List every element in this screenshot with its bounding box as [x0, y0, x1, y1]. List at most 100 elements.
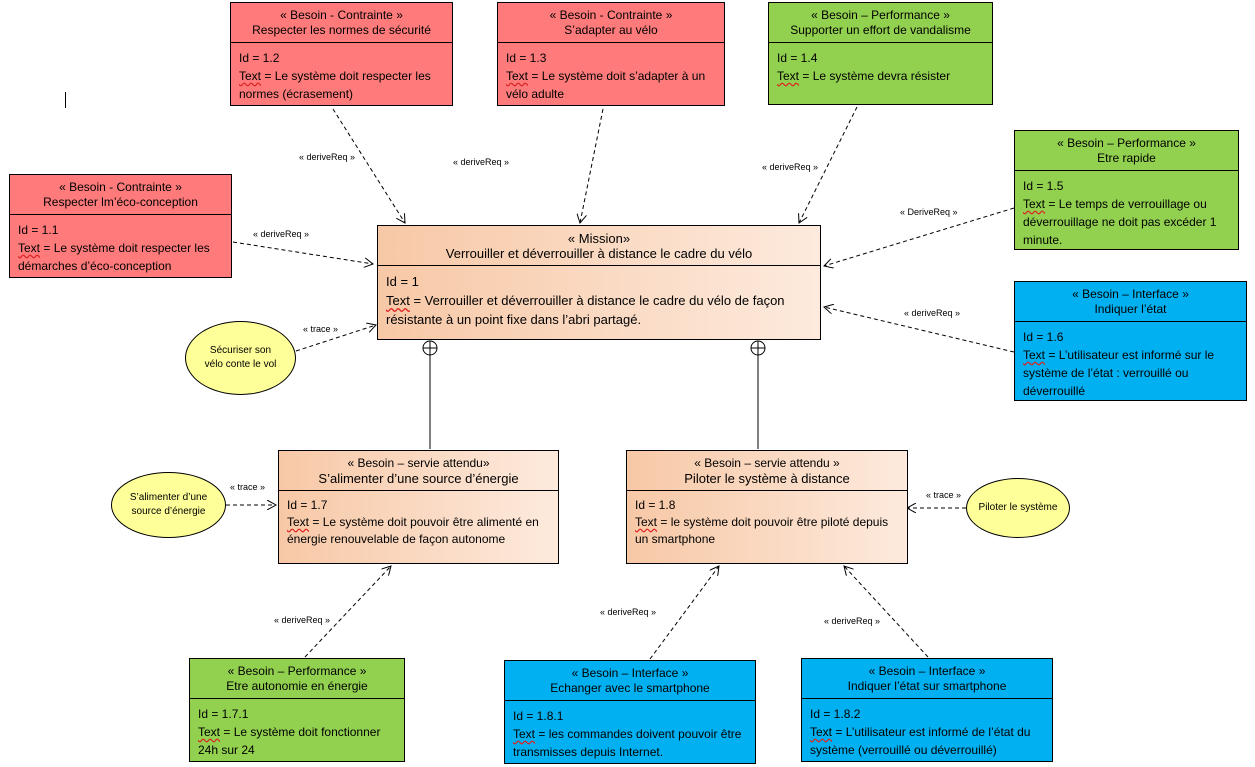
mission-name: Verrouiller et déverrouiller à distance … [445, 246, 753, 261]
requirement-1-2[interactable]: « Besoin - Contrainte »Respecter les nor… [230, 2, 453, 106]
text-cursor [65, 92, 66, 108]
req-id: Id = 1.4 [777, 51, 818, 65]
req-stereotype: « Besoin – Performance » [1057, 136, 1196, 150]
req-text: = les commandes doivent pouvoir être tra… [513, 727, 742, 759]
requirement-1-7-1[interactable]: « Besoin – Performance »Etre autonomie e… [189, 658, 405, 762]
req-name: Respecter les normes de sécurité [252, 23, 431, 37]
req-name: Piloter le système à distance [684, 471, 850, 486]
req-id: Id = 1.8.2 [810, 707, 861, 721]
derive-link-1-7-1 [304, 566, 391, 658]
req-stereotype: « Besoin – Interface » [868, 664, 986, 678]
requirement-1-8-2[interactable]: « Besoin – Interface »Indiquer l’état su… [801, 658, 1053, 762]
req-stereotype: « Besoin – servie attendu » [694, 456, 840, 470]
mission-id: Id = 1 [386, 274, 419, 289]
usecase-label: Sécuriser son vélo conte le vol [204, 345, 277, 370]
usecase-pilot-system[interactable]: Piloter le système [966, 478, 1070, 538]
derive-label-1-2: « deriveReq » [299, 152, 356, 162]
req-id: Id = 1.5 [1023, 179, 1064, 193]
req-text-key: Text [198, 725, 221, 739]
req-id: Id = 1.1 [18, 223, 59, 237]
req-stereotype: « Besoin - Contrainte » [549, 8, 673, 22]
derive-label-1-6: « deriveReq » [904, 308, 961, 318]
derive-link-1-1 [232, 241, 373, 264]
req-text: = Le système devra résister [799, 69, 951, 83]
mission-text: = Verrouiller et déverrouiller à distanc… [386, 293, 785, 327]
derive-link-1-8-2 [844, 566, 929, 658]
req-text-key: Text [287, 515, 310, 529]
derive-label-1-4: « deriveReq » [762, 162, 819, 172]
trace-link-secure [295, 325, 376, 352]
req-name: Supporter un effort de vandalisme [790, 23, 971, 37]
req-id: Id = 1.6 [1023, 330, 1064, 344]
usecase-secure-bike[interactable]: Sécuriser son vélo conte le vol [185, 321, 296, 395]
req-id: Id = 1.2 [239, 51, 280, 65]
req-name: S’alimenter d’une source d’énergie [318, 471, 519, 486]
req-stereotype: « Besoin - Contrainte » [59, 180, 182, 194]
req-text: = Le temps de verrouillage ou déverrouil… [1023, 197, 1217, 247]
mission-stereotype: « Mission» [567, 231, 631, 246]
derive-label-1-8-2: « deriveReq » [824, 616, 881, 626]
derive-link-1-8-1 [649, 566, 719, 660]
req-text-key: Text [777, 69, 800, 83]
req-text: = Le système doit pouvoir être alimenté … [287, 515, 539, 546]
req-text: = le système doit pouvoir être piloté de… [635, 515, 889, 546]
req-stereotype: « Besoin – servie attendu» [347, 456, 490, 470]
trace-label-pilot: « trace » [926, 490, 962, 500]
req-text-key: Text [239, 69, 262, 83]
requirement-1-5[interactable]: « Besoin – Performance »Etre rapide Id =… [1014, 130, 1239, 250]
usecase-label: Piloter le système [978, 502, 1058, 513]
usecase-energy-source[interactable]: S’alimenter d’une source d’énergie [111, 472, 226, 538]
requirement-1-6[interactable]: « Besoin – Interface »Indiquer l’état Id… [1014, 281, 1247, 401]
req-stereotype: « Besoin – Performance » [811, 8, 950, 22]
derive-link-1-6 [824, 307, 1015, 353]
requirement-1-7[interactable]: « Besoin – servie attendu»S’alimenter d’… [278, 450, 559, 564]
req-id: Id = 1.3 [506, 51, 547, 65]
req-text: = L’utilisateur est informé sur le systè… [1023, 348, 1215, 398]
mission-block[interactable]: « Mission» Verrouiller et déverrouiller … [377, 225, 821, 340]
derive-link-1-2 [332, 108, 405, 223]
req-text: = Le système doit s’adapter à un vélo ad… [506, 69, 706, 101]
req-name: Echanger avec le smartphone [550, 681, 710, 695]
derive-link-1-4 [799, 106, 858, 223]
derive-link-1-3 [580, 108, 604, 223]
req-id: Id = 1.8 [635, 498, 676, 512]
trace-label-energy: « trace » [230, 482, 266, 492]
usecase-label: S’alimenter d’une source d’énergie [129, 492, 208, 517]
derive-link-1-5 [824, 207, 1015, 266]
req-stereotype: « Besoin – Performance » [227, 664, 367, 678]
req-text: = L’utilisateur est informé de l’état du… [810, 725, 1031, 757]
req-text-key: Text [506, 69, 529, 83]
req-id: Id = 1.7 [287, 498, 328, 512]
trace-label-secure: « trace » [303, 324, 339, 334]
req-id: Id = 1.7.1 [198, 707, 249, 721]
req-text: = Le système doit respecter les normes (… [239, 69, 431, 101]
req-name: S’adapter au vélo [564, 23, 658, 37]
req-text-key: Text [810, 725, 833, 739]
req-stereotype: « Besoin – Interface » [571, 666, 689, 680]
requirement-1-4[interactable]: « Besoin – Performance »Supporter un eff… [768, 2, 993, 105]
req-text-key: Text [635, 515, 658, 529]
req-name: Respecter lm’éco-conception [43, 195, 198, 209]
req-text-key: Text [513, 727, 536, 741]
requirement-1-8[interactable]: « Besoin – servie attendu »Piloter le sy… [626, 450, 908, 564]
req-id: Id = 1.8.1 [513, 709, 564, 723]
req-text: = Le système doit respecter les démarche… [18, 241, 210, 273]
requirement-1-3[interactable]: « Besoin - Contrainte »S’adapter au vélo… [497, 2, 725, 106]
derive-label-1-1: « deriveReq » [253, 229, 310, 239]
req-text-key: Text [18, 241, 41, 255]
req-name: Indiquer l’état [1094, 302, 1167, 316]
req-stereotype: « Besoin - Contrainte » [280, 8, 403, 22]
derive-label-1-5: « DeriveReq » [900, 207, 958, 217]
derive-label-1-7-1: « deriveReq » [274, 615, 331, 625]
req-text-key: Text [1023, 197, 1046, 211]
requirement-1-8-1[interactable]: « Besoin – Interface »Echanger avec le s… [504, 660, 756, 764]
req-name: Etre autonomie en énergie [226, 679, 368, 693]
req-stereotype: « Besoin – Interface » [1072, 287, 1189, 301]
req-text-key: Text [1023, 348, 1046, 362]
requirement-1-1[interactable]: « Besoin - Contrainte »Respecter lm’éco-… [9, 174, 232, 278]
req-name: Indiquer l’état sur smartphone [847, 679, 1007, 693]
derive-label-1-8-1: « deriveReq » [600, 607, 657, 617]
req-name: Etre rapide [1097, 151, 1156, 165]
mission-text-key: Text [386, 293, 410, 308]
